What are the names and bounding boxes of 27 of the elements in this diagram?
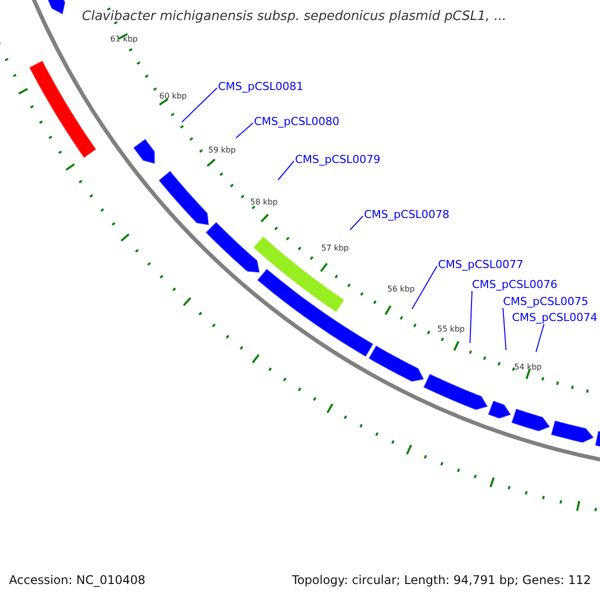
leader-line: [412, 266, 438, 310]
gene-label: CMS_pCSL0077: [438, 259, 524, 272]
tick-label: 61 kbp: [110, 36, 138, 44]
tick-label: 54 kbp: [514, 364, 542, 372]
leader-line: [182, 88, 218, 122]
tick-label: 59 kbp: [208, 146, 236, 156]
leader-line: [236, 122, 254, 138]
leader-line: [502, 308, 506, 350]
accession-text: Accession: NC_010408: [9, 574, 146, 588]
summary-text: Topology: circular; Length: 94,791 bp; Genes: 112: [292, 574, 591, 588]
gene-label: CMS_pCSL0078: [364, 209, 450, 222]
gene-label: CMS_pCSL0080: [254, 116, 340, 128]
leader-line: [278, 160, 294, 180]
tick-label: 60 kbp: [159, 92, 187, 102]
gene-label: CMS_pCSL0081: [218, 81, 304, 94]
leader-line: [350, 216, 364, 230]
gene-label: CMS_pCSL0076: [472, 279, 558, 292]
leader-line: [470, 290, 472, 344]
gene-label: CMS_pCSL0074: [512, 312, 598, 324]
map-title: Clavibacter michiganensis subsp. sepedonicus plasmid pCSL1, ...: [82, 10, 506, 24]
leader-line: [536, 324, 544, 352]
gene-label: CMS_pCSL0079: [295, 154, 380, 166]
tick-label: 56 kbp: [387, 286, 415, 294]
tick-label: 57 kbp: [321, 244, 349, 254]
tick-label: 58 kbp: [250, 198, 278, 208]
tick-label: 55 kbp: [437, 326, 465, 334]
gene-label: CMS_pCSL0075: [503, 296, 588, 308]
